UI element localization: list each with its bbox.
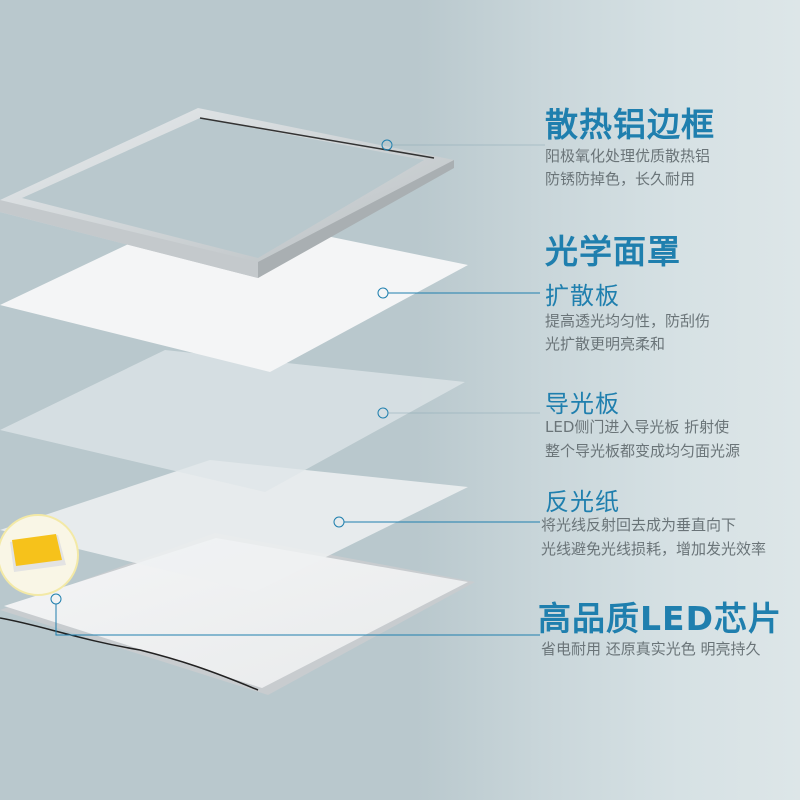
aluminum-frame	[0, 108, 454, 278]
frame-desc-line-2: 防锈防掉色，长久耐用	[545, 170, 696, 188]
reflector-desc-line-2: 光线避免光线损耗，增加发光效率	[541, 540, 767, 558]
reflector-desc-line-1: 将光线反射回去成为垂直向下	[541, 516, 737, 534]
light-guide-title: 导光板	[545, 390, 620, 418]
diffuser-desc-line-2: 光扩散更明亮柔和	[545, 335, 666, 353]
diffuser-title: 扩散板	[545, 282, 620, 310]
led-chip-desc-line-1: 省电耐用 还原真实光色 明亮持久	[541, 640, 761, 658]
frame-desc-line-1: 阳极氧化处理优质散热铝	[545, 147, 711, 165]
base-panel	[0, 533, 475, 695]
led-chip-icon	[0, 514, 79, 596]
light-guide-desc-line-1: LED侧门进入导光板 折射使	[545, 418, 730, 436]
frame-title: 散热铝边框	[545, 105, 715, 144]
reflector-title: 反光纸	[545, 488, 620, 516]
diffuser-sheet	[0, 210, 468, 372]
light-guide-desc-line-2: 整个导光板都变成均匀面光源	[545, 442, 741, 460]
led-chip-title: 高品质LED芯片	[538, 599, 782, 638]
reflector-sheet	[0, 460, 468, 592]
callout-lines	[50, 139, 545, 636]
diffuser-desc-line-1: 提高透光均匀性，防刮伤	[545, 312, 711, 330]
optical-cover-title: 光学面罩	[545, 232, 681, 271]
light-guide-sheet	[0, 350, 465, 492]
